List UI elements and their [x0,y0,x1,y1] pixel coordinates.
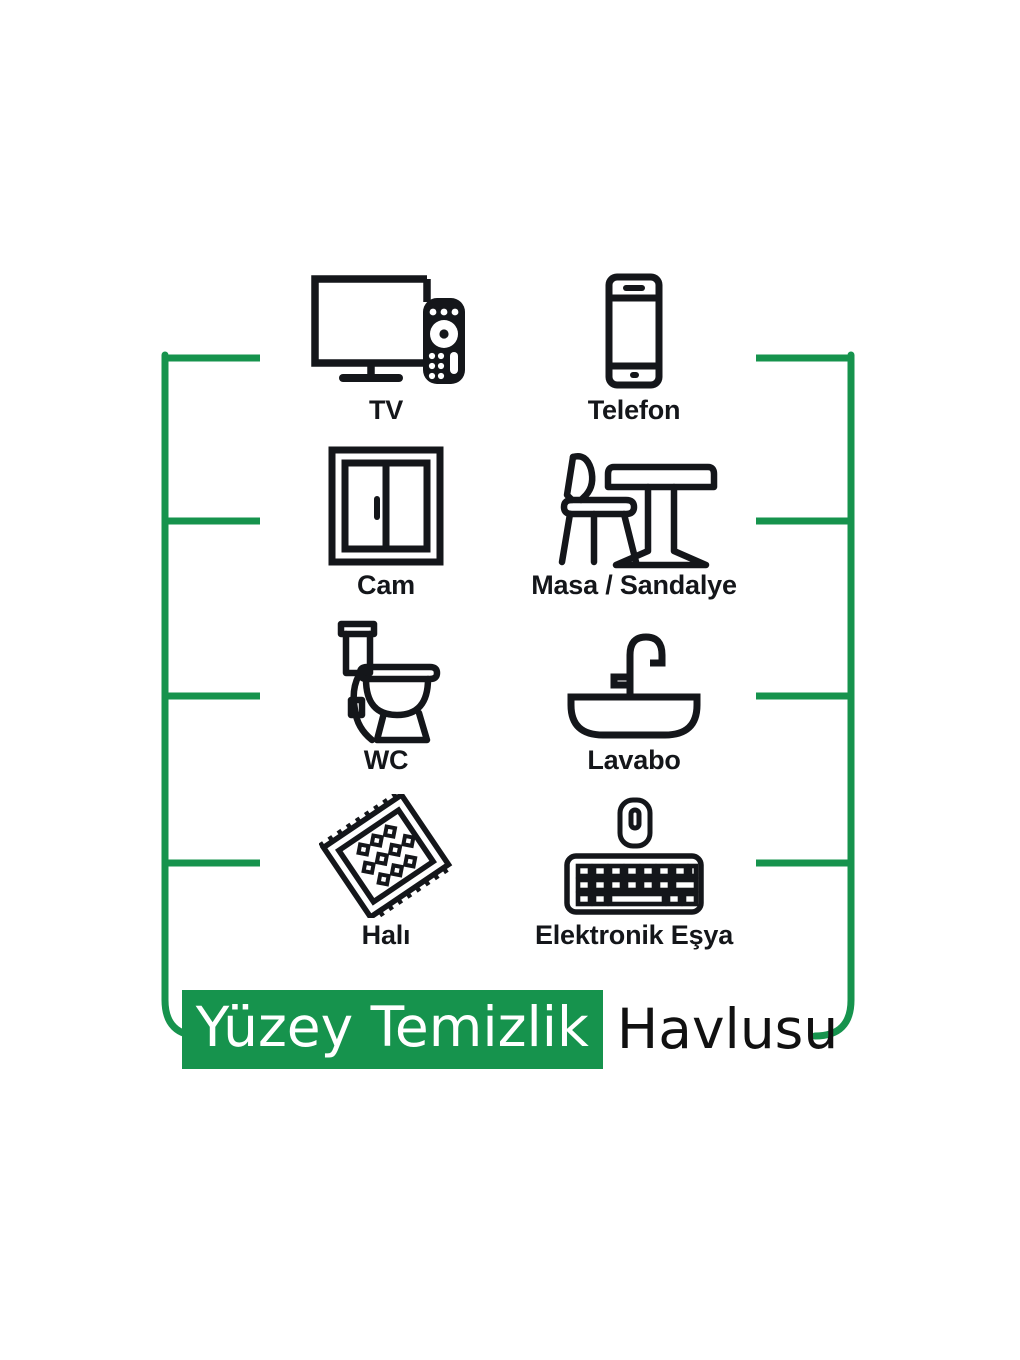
right-green-bracket [748,345,858,1045]
grid-cell-elektronik-esya: Elektronik Eşya [510,793,758,968]
cell-label-lavabo: Lavabo [587,745,681,775]
cell-label-elektronik-esya: Elektronik Eşya [534,920,734,950]
icon-grid: TV Telefon [262,268,758,968]
grid-cell-cam: Cam [262,443,510,618]
product-title: Yüzey Temizlik Havlusu [0,990,1020,1069]
left-green-bracket [158,345,268,1045]
keyboard-mouse-icon [561,793,707,919]
cell-label-masa-sandalye: Masa / Sandalye [531,570,737,600]
grid-cell-tv: TV [262,268,510,443]
tv-icon [306,268,466,394]
cell-label-cam: Cam [357,570,415,600]
sink-icon [564,618,704,744]
cell-label-tv: TV [368,395,404,425]
cell-label-telefon: Telefon [587,395,681,425]
mouse-icon [617,797,653,849]
grid-cell-telefon: Telefon [510,268,758,443]
window-icon [324,443,448,569]
product-title-highlight: Yüzey Temizlik [181,990,603,1069]
cell-label-wc: WC [363,745,409,775]
rug-icon [319,793,453,919]
grid-cell-masa-sandalye: Masa / Sandalye [510,443,758,618]
grid-cell-hali: Halı [262,793,510,968]
cell-label-hali: Halı [361,920,411,950]
product-title-plain: Havlusu [616,997,839,1061]
grid-cell-wc: WC [262,618,510,793]
remote-control-icon [423,298,465,384]
toilet-icon [326,618,446,744]
grid-cell-lavabo: Lavabo [510,618,758,793]
keyboard-icon [564,853,704,915]
table-chair-icon [550,443,718,569]
phone-icon [593,268,675,394]
